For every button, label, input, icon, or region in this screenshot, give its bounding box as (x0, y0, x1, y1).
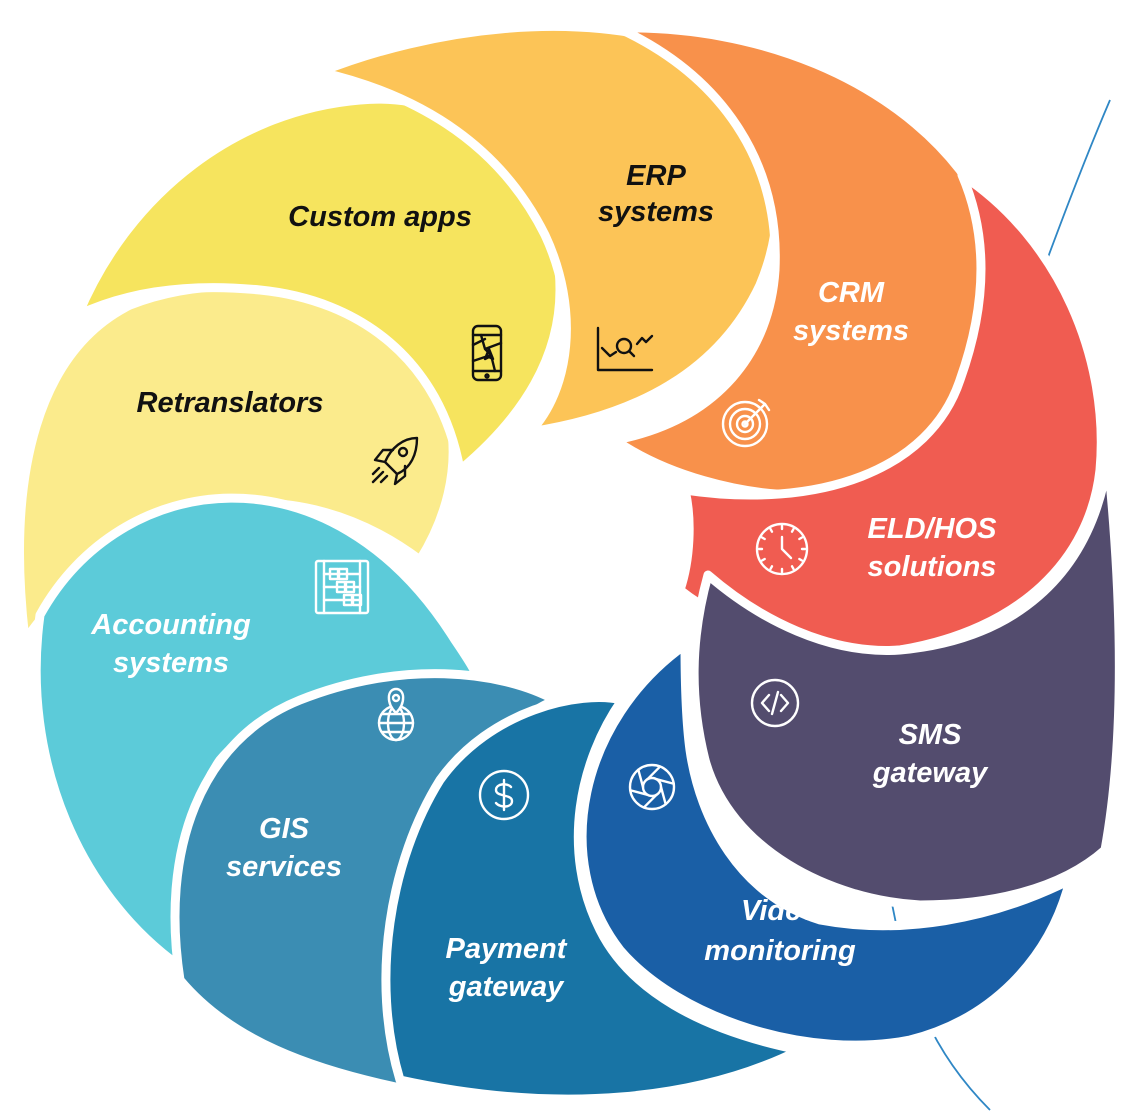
label-erp-systems: ERP systems (598, 160, 714, 228)
label-accounting-systems: Accounting systems (90, 609, 251, 679)
label-line: Video (741, 895, 819, 927)
label-line: systems (113, 647, 229, 679)
chart-search-icon (596, 326, 654, 372)
camera-aperture-icon (628, 763, 676, 811)
smartphone-map-icon (471, 324, 503, 382)
segment-custom-apps (73, 94, 565, 475)
label-custom-apps: Custom apps (288, 201, 472, 233)
label-line: Retranslators (137, 387, 324, 419)
label-retranslators: Retranslators (137, 387, 324, 419)
label-line: Payment (446, 933, 568, 965)
label-line: gateway (872, 757, 989, 789)
dollar-coin-icon (478, 769, 530, 821)
segment-erp-systems (315, 21, 783, 437)
label-line: Custom apps (288, 201, 472, 233)
label-line: GIS (259, 813, 310, 845)
label-eld-hos-solutions: ELD/HOS solutions (868, 513, 998, 583)
label-crm-systems: CRM systems (793, 277, 909, 347)
code-icon (750, 678, 800, 728)
label-line: services (226, 851, 342, 883)
clock-icon (755, 522, 809, 576)
label-line: Accounting (90, 609, 251, 641)
label-line: ELD/HOS (868, 513, 998, 545)
label-line: solutions (868, 551, 997, 583)
label-sms-gateway: SMS gateway (872, 719, 989, 789)
label-line: monitoring (704, 935, 856, 967)
label-line: systems (598, 196, 714, 228)
label-line: systems (793, 315, 909, 347)
label-gis-services: GIS services (226, 813, 342, 883)
globe-pin-icon (377, 687, 415, 742)
label-line: ERP (626, 160, 686, 192)
label-line: SMS (899, 719, 963, 751)
label-line: gateway (448, 971, 565, 1003)
target-icon (721, 398, 771, 448)
segment-sms-gateway (689, 455, 1122, 910)
label-line: CRM (818, 277, 885, 309)
rocket-icon (371, 436, 419, 486)
abacus-icon (314, 559, 370, 615)
segment-video-monitoring (577, 640, 1075, 1050)
label-video-monitoring: Video monitoring (704, 895, 856, 967)
label-payment-gateway: Payment gateway (446, 933, 568, 1003)
